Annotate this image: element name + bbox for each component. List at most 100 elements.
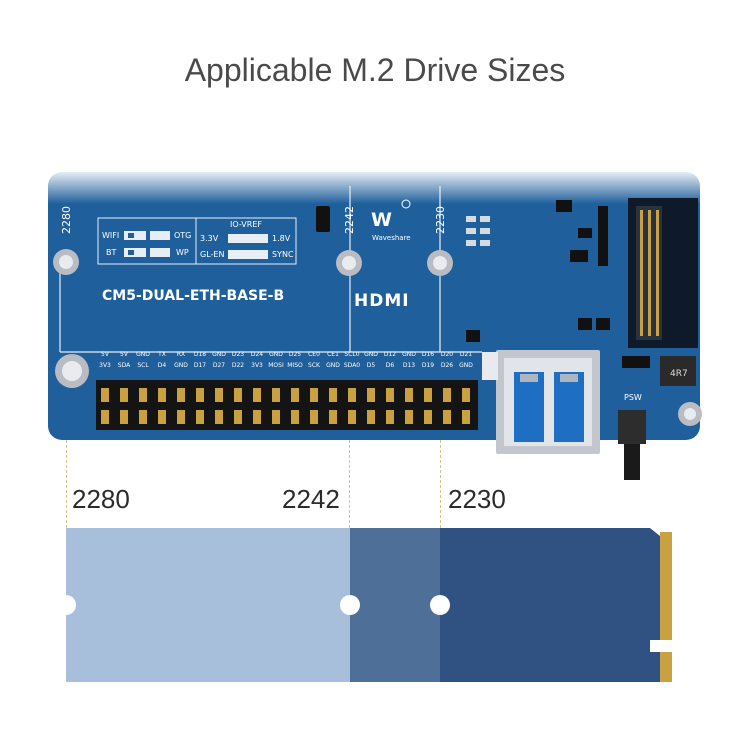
- pin-label-bottom: MISO: [287, 362, 303, 369]
- pin-label-bottom: GND: [459, 362, 473, 369]
- drive-section-2242: [350, 528, 440, 682]
- header-pin: [291, 410, 299, 424]
- model-label: CM5-DUAL-ETH-BASE-B: [102, 288, 284, 304]
- svg-text:WIFI: WIFI: [102, 231, 119, 240]
- header-pin: [310, 388, 318, 402]
- mounting-hole: [53, 249, 702, 426]
- screw-notch-2242: [340, 595, 360, 615]
- pin-label-bottom: D22: [232, 362, 244, 369]
- size-label-2242: 2242: [282, 484, 340, 514]
- header-pin: [405, 388, 413, 402]
- pin-label-top: 5V: [101, 351, 110, 358]
- usb-port: [496, 350, 600, 454]
- drive-section-2230: [440, 528, 660, 682]
- page-title: Applicable M.2 Drive Sizes: [184, 52, 566, 88]
- header-pin: [101, 410, 109, 424]
- header-pin: [310, 410, 318, 424]
- screw-notch-2280: [56, 595, 76, 615]
- header-pin: [234, 410, 242, 424]
- header-pin: [443, 410, 451, 424]
- header-pin: [386, 410, 394, 424]
- inductor: [660, 356, 696, 386]
- header-pin: [196, 410, 204, 424]
- psw-label: PSW: [624, 393, 642, 402]
- guide-line-2230: [440, 440, 441, 528]
- svg-text:IO-VREF: IO-VREF: [230, 220, 262, 229]
- pin-label-bottom: SCL: [137, 362, 149, 369]
- svg-text:GL-EN: GL-EN: [200, 250, 224, 259]
- header-pin: [177, 410, 185, 424]
- pin-label-top: CE0: [308, 351, 320, 358]
- header-pin: [215, 410, 223, 424]
- header-pin: [272, 410, 280, 424]
- pin-label-bottom: SDA: [118, 362, 131, 369]
- header-pin: [120, 388, 128, 402]
- header-pin: [462, 388, 470, 402]
- header-pin: [367, 410, 375, 424]
- header-pin: [177, 388, 185, 402]
- header-pin: [367, 388, 375, 402]
- screw-notch-2230: [430, 595, 450, 615]
- power-button: [618, 410, 646, 444]
- header-pin: [291, 388, 299, 402]
- pin-label-top: D25: [289, 351, 301, 358]
- pin-label-bottom: GND: [174, 362, 188, 369]
- pin-label-top: D18: [194, 351, 206, 358]
- pin-label-top: GND: [364, 351, 378, 358]
- header-pin: [329, 410, 337, 424]
- header-pin: [348, 410, 356, 424]
- svg-text:1.8V: 1.8V: [272, 234, 291, 243]
- pin-label-bottom: D26: [441, 362, 453, 369]
- pin-label-bottom: D6: [386, 362, 395, 369]
- header-pin: [386, 388, 394, 402]
- pin-label-bottom: 3V3: [99, 362, 111, 369]
- header-pin: [272, 388, 280, 402]
- header-pin: [424, 388, 432, 402]
- pin-label-bottom: GND: [326, 362, 340, 369]
- gpio-pins: [101, 388, 470, 424]
- header-pin: [424, 410, 432, 424]
- pin-label-top: D12: [384, 351, 396, 358]
- svg-text:OTG: OTG: [174, 231, 191, 240]
- pin-label-bottom: SDA0: [344, 362, 360, 369]
- header-pin: [234, 388, 242, 402]
- pin-label-top: GND: [269, 351, 283, 358]
- header-pin: [158, 410, 166, 424]
- pin-label-top: D20: [441, 351, 453, 358]
- pin-label-bottom: D4: [158, 362, 167, 369]
- waveshare-logo: W Waveshare: [371, 199, 411, 242]
- pin-label-top: RX: [177, 351, 185, 358]
- size-label-2230: 2230: [448, 484, 506, 514]
- header-pin: [139, 410, 147, 424]
- header-pin: [196, 388, 204, 402]
- header-pin: [101, 388, 109, 402]
- header-pin: [348, 388, 356, 402]
- header-pin: [120, 410, 128, 424]
- hdmi-logo: HDMI: [354, 291, 410, 311]
- pin-label-top: D23: [232, 351, 244, 358]
- header-pin: [253, 410, 261, 424]
- inductor-label: 4R7: [670, 369, 688, 379]
- header-pin: [462, 410, 470, 424]
- svg-text:Waveshare: Waveshare: [372, 234, 411, 242]
- pin-label-bottom: D27: [213, 362, 225, 369]
- svg-text:W: W: [371, 209, 392, 231]
- pin-label-top: TX: [157, 351, 166, 358]
- pin-label-top: GND: [212, 351, 226, 358]
- m-key-notch: [650, 640, 674, 652]
- guide-line-2280: [66, 440, 67, 528]
- header-pin: [253, 388, 261, 402]
- guide-line-2242: [349, 440, 350, 528]
- pin-label-bottom: SCK: [308, 362, 321, 369]
- pin-label-bottom: D13: [403, 362, 415, 369]
- pin-label-top: GND: [136, 351, 150, 358]
- pin-label-top: 5V: [120, 351, 129, 358]
- pin-label-top: D16: [422, 351, 434, 358]
- svg-text:3.3V: 3.3V: [200, 234, 219, 243]
- pin-label-bottom: D19: [422, 362, 434, 369]
- pin-label-bottom: D17: [194, 362, 206, 369]
- header-pin: [139, 388, 147, 402]
